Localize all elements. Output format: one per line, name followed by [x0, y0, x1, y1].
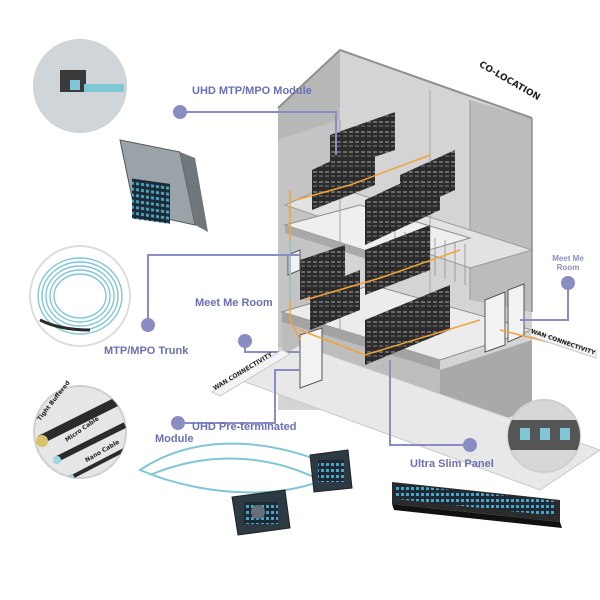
inset-trunk-coil [29, 245, 131, 347]
wan-strips [210, 329, 597, 397]
callout-dots [141, 105, 575, 452]
server-racks-top [312, 112, 455, 245]
inset-panel-closeup [507, 399, 581, 473]
server-racks-lower [287, 249, 525, 389]
label-uhd-module: UHD MTP/MPO Module [192, 85, 312, 97]
fiber-routes [289, 154, 561, 356]
label-trunk: MTP/MPO Trunk [104, 345, 189, 357]
label-meet-me-room-right-line2: Room [556, 263, 580, 272]
label-ultra-slim-panel: Ultra Slim Panel [410, 458, 494, 470]
label-meet-me-room-right: Meet Me Room [548, 254, 588, 272]
label-meet-me-room-right-line1: Meet Me [552, 254, 584, 263]
pre-terminated-modules-product [137, 442, 353, 536]
label-pre-terminated-line2: Module [155, 433, 194, 445]
ultra-slim-panel-product [392, 482, 562, 528]
label-pre-terminated-line1: UHD Pre-terminated [192, 421, 297, 433]
uhd-module-product [119, 139, 208, 232]
label-meet-me-room: Meet Me Room [195, 297, 273, 309]
inset-cable-types [33, 385, 127, 479]
building [238, 48, 600, 491]
inset-connector-closeup [33, 39, 127, 133]
